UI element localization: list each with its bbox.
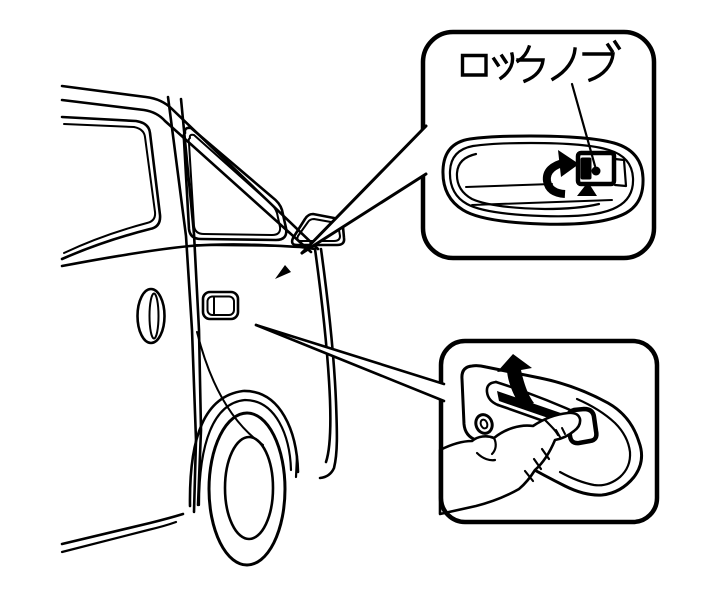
lock-knob-label-glyphs xyxy=(460,39,622,84)
wheel-arch-outer xyxy=(188,389,300,508)
interior-handle-recess-cup xyxy=(455,152,601,211)
interior-handle-bezel-inner xyxy=(448,141,635,218)
label-leader-line xyxy=(570,82,597,168)
lock-knob-pedestal xyxy=(577,182,597,196)
leader-exterior xyxy=(254,323,446,403)
front-corner-edge-inner xyxy=(313,247,332,464)
rocker-line-upper xyxy=(60,512,185,546)
keyhole-outer-ring xyxy=(474,413,494,435)
van-drawing xyxy=(60,84,346,567)
sliding-door-handle-outer xyxy=(136,287,166,345)
thumb-crease xyxy=(475,451,497,462)
front-wheel-rim xyxy=(223,435,275,541)
interior-handle-bezel-outer xyxy=(441,134,645,226)
recess-crease-lower xyxy=(471,199,613,206)
fingernail-tick-1 xyxy=(555,429,561,438)
sliding-door-handle-grip xyxy=(148,292,160,340)
sliding-door-window-outer xyxy=(60,115,162,261)
finger-crease-2 xyxy=(532,457,543,471)
lock-knob-bracket xyxy=(613,157,628,188)
keyhole xyxy=(474,413,494,435)
glyph-ku xyxy=(515,44,545,84)
leader-interior-wedge-upper xyxy=(300,124,428,255)
front-corner-edge-outer xyxy=(318,247,339,480)
hand-outline xyxy=(438,411,582,516)
rotate-arrow-icon-tail xyxy=(542,158,568,198)
glyph-bu xyxy=(582,39,622,83)
callout-exterior-border xyxy=(438,338,660,525)
leader-interior xyxy=(275,124,428,279)
finger-crease-1 xyxy=(540,447,551,461)
glyph-ro xyxy=(460,53,488,77)
b-pillar-left xyxy=(166,95,198,514)
leader-exterior-wedge-lower xyxy=(254,323,446,403)
exterior-handle-escutcheon-outer xyxy=(460,364,644,497)
glyph-small-tsu xyxy=(491,51,515,81)
front-door-handle-bezel xyxy=(201,290,240,321)
glyph-no xyxy=(550,47,577,82)
fingernail-tick-2 xyxy=(561,427,566,435)
front-door-window-outer xyxy=(182,126,288,242)
wheel-arch-inner xyxy=(197,398,293,507)
roof-line-inner xyxy=(60,98,313,254)
finger-crease-3 xyxy=(523,469,535,483)
leader-exterior-wedge-upper xyxy=(254,323,446,386)
lock-knob-tab xyxy=(580,157,592,180)
sliding-door-window-inner xyxy=(63,123,157,254)
front-door-sill-line xyxy=(195,244,283,247)
grip-bar-left-hook xyxy=(485,380,500,407)
door-lower-crease xyxy=(196,331,264,446)
leader-interior-wedge-lower xyxy=(300,172,428,255)
rotate-arrow-icon-head xyxy=(558,150,579,177)
front-door-handle-inner xyxy=(206,295,235,316)
exterior-handle-escutcheon-inner xyxy=(558,397,632,487)
front-tire xyxy=(207,411,287,567)
rocker-line-lower xyxy=(60,520,178,554)
knuckle-crease xyxy=(490,436,497,456)
lock-knob-label: ロックノブ xyxy=(461,49,619,84)
lock-knob-housing xyxy=(575,150,617,187)
label-leader-dot xyxy=(591,166,601,176)
callout-exterior-handle xyxy=(438,338,660,525)
recess-crease-upper xyxy=(465,183,553,188)
front-door-window-inner xyxy=(187,133,282,236)
leader-interior-arrowhead-icon xyxy=(275,265,291,279)
hand-detail-lines xyxy=(475,418,566,483)
callout-interior-handle: ロックノブ xyxy=(420,29,657,261)
pull-up-arrow-icon xyxy=(497,354,534,407)
roof-line-outer xyxy=(60,84,320,251)
b-pillar-right xyxy=(179,97,203,507)
keyhole-inner-ring xyxy=(479,418,489,430)
